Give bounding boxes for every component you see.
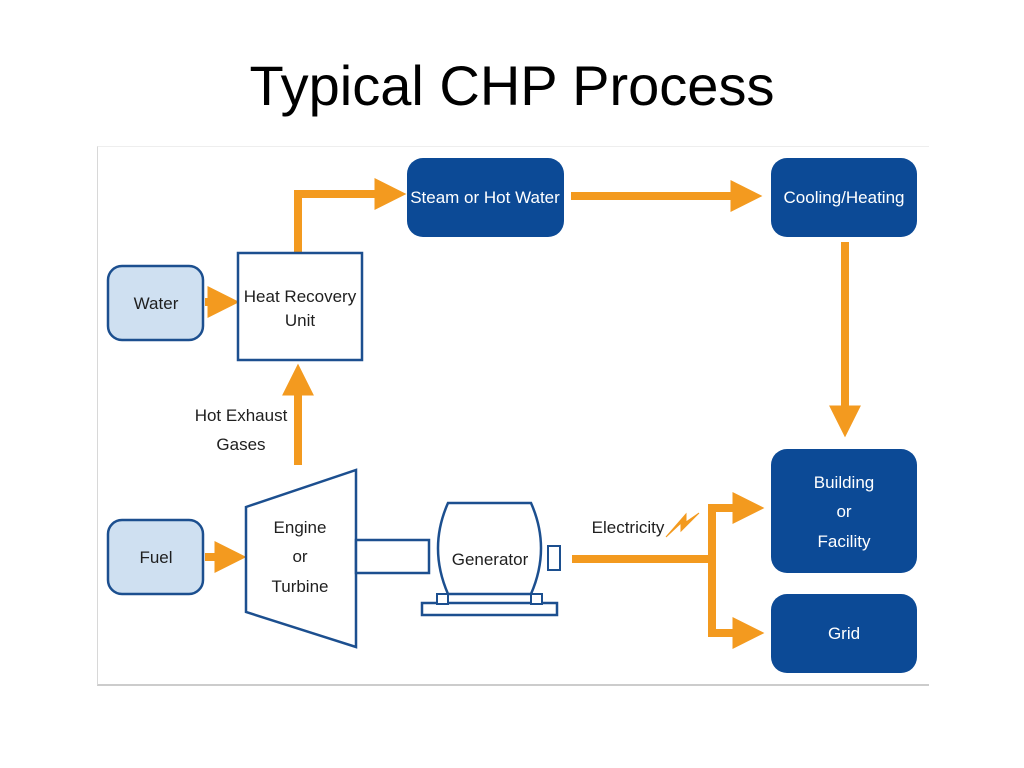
- arrow-generator-to-grid: [708, 559, 765, 649]
- heat-recovery-node: Heat Recovery Unit: [236, 251, 364, 362]
- steam-label: Steam or Hot Water: [410, 188, 560, 207]
- water-node: Water: [106, 264, 205, 342]
- building-label-line3: Facility: [818, 532, 871, 551]
- engine-label-line2: or: [292, 547, 307, 566]
- building-label-line2: or: [836, 502, 851, 521]
- exhaust-label: Hot Exhaust Gases: [195, 406, 288, 454]
- water-label: Water: [134, 294, 179, 313]
- flow-arrows: [205, 178, 861, 649]
- exhaust-label-line2: Gases: [216, 435, 265, 454]
- exhaust-label-line1: Hot Exhaust: [195, 406, 288, 425]
- arrow-generator-to-building: [572, 492, 765, 563]
- steam-node: Steam or Hot Water: [407, 158, 564, 237]
- engine-node: Engine or Turbine: [244, 468, 358, 649]
- engine-label-line3: Turbine: [271, 577, 328, 596]
- drive-shaft: [354, 538, 431, 575]
- grid-node: Grid: [771, 594, 917, 673]
- heat-recovery-label-line2: Unit: [285, 311, 316, 330]
- fuel-label: Fuel: [139, 548, 172, 567]
- electricity-label: Electricity: [592, 518, 665, 537]
- cooling-label: Cooling/Heating: [784, 188, 905, 207]
- electricity-label-group: Electricity: [592, 512, 700, 538]
- fuel-node: Fuel: [106, 518, 205, 596]
- diagram-frame: [97, 146, 929, 686]
- heat-recovery-label-line1: Heat Recovery: [244, 287, 357, 306]
- building-node: Building or Facility: [771, 449, 917, 573]
- cooling-node: Cooling/Heating: [771, 158, 917, 237]
- arrow-hru-to-steam: [294, 178, 407, 253]
- generator-node: Generator: [420, 501, 561, 617]
- generator-label: Generator: [452, 550, 529, 569]
- engine-label-line1: Engine: [274, 518, 327, 537]
- slide-title: Typical CHP Process: [249, 54, 775, 117]
- building-label-line1: Building: [814, 473, 875, 492]
- grid-label: Grid: [828, 624, 860, 643]
- lightning-icon: [665, 512, 700, 538]
